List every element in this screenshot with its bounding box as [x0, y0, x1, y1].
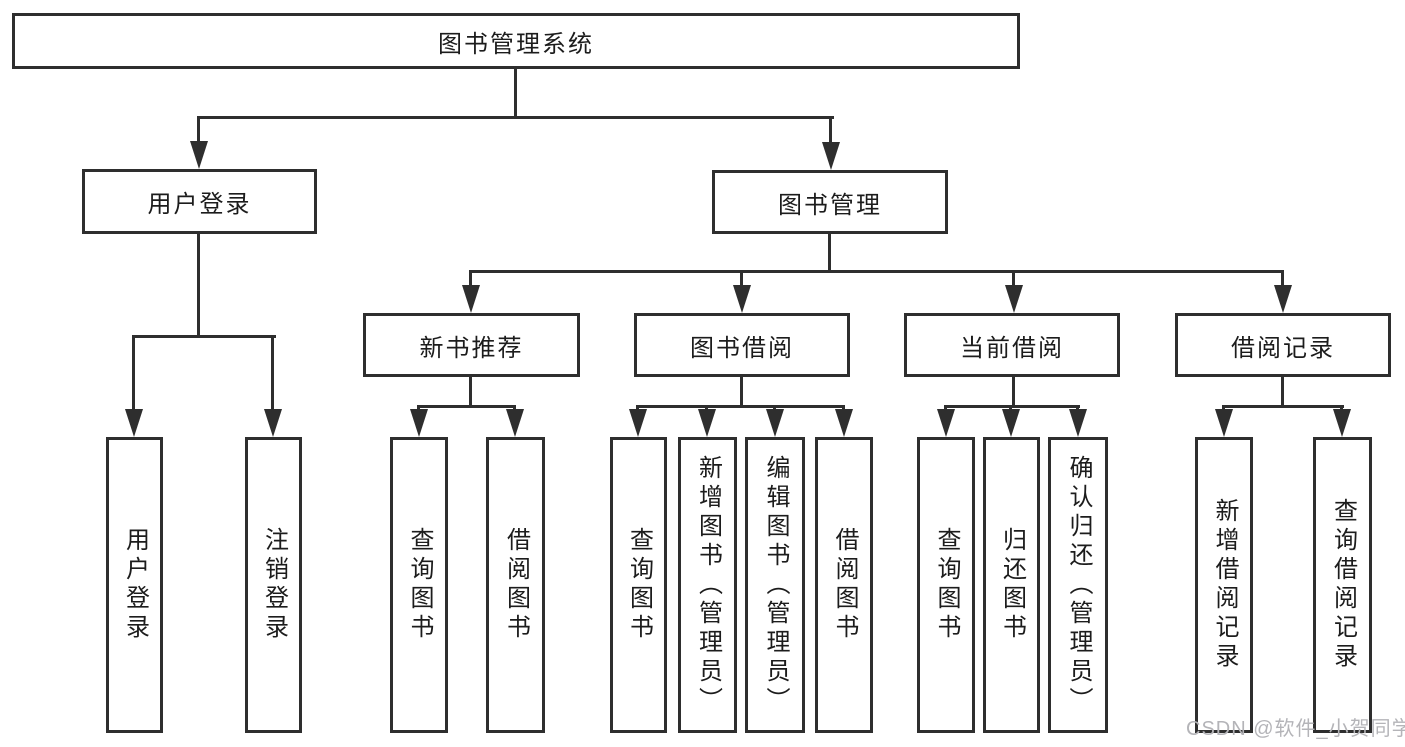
- arrow-down-icon: [629, 409, 647, 437]
- edge-root-stem: [514, 68, 517, 118]
- arrow-down-icon: [766, 409, 784, 437]
- leaf-label: 新增借阅记录: [1211, 498, 1238, 672]
- leaf-label: 新增图书（管理员）: [694, 454, 722, 716]
- edge-new-books-stem: [469, 377, 472, 408]
- edge-drop-user-login: [197, 116, 200, 143]
- leaf-add-books-admin: 新增图书（管理员）: [678, 437, 737, 733]
- arrow-down-icon: [1002, 409, 1020, 437]
- node-borrowing-records: 借阅记录: [1175, 313, 1391, 377]
- node-label: 图书管理系统: [438, 30, 594, 58]
- edge-drop-borrowing: [740, 270, 743, 288]
- leaf-query-books-current: 查询图书: [917, 437, 975, 733]
- leaf-confirm-return-admin: 确认归还（管理员）: [1048, 437, 1108, 733]
- node-book-borrowing: 图书借阅: [634, 313, 850, 377]
- edge-borrowing-stem: [740, 377, 743, 408]
- edge-drop-book-management: [829, 116, 832, 144]
- edge-book-mgmt-bar: [469, 270, 1284, 273]
- arrow-down-icon: [1333, 409, 1351, 437]
- node-label: 当前借阅: [960, 334, 1064, 362]
- leaf-edit-books-admin: 编辑图书（管理员）: [745, 437, 805, 733]
- leaf-label: 查询借阅记录: [1329, 498, 1357, 672]
- arrow-down-icon: [190, 141, 208, 169]
- leaf-logout: 注销登录: [245, 437, 302, 733]
- arrow-down-icon: [698, 409, 716, 437]
- leaf-query-books-borrowing: 查询图书: [610, 437, 667, 733]
- leaf-borrow-books-recommend: 借阅图书: [486, 437, 545, 733]
- arrow-down-icon: [835, 409, 853, 437]
- node-book-management: 图书管理: [712, 170, 948, 234]
- edge-user-login-stem: [197, 231, 200, 338]
- leaf-query-books-recommend: 查询图书: [390, 437, 448, 733]
- edge-records-stem: [1281, 377, 1284, 408]
- node-library-management-system: 图书管理系统: [12, 13, 1020, 69]
- node-label: 用户登录: [147, 191, 252, 218]
- arrow-down-icon: [125, 409, 143, 437]
- arrow-down-icon: [822, 142, 840, 170]
- edge-current-bar: [944, 405, 1080, 408]
- leaf-label: 归还图书: [998, 527, 1026, 643]
- leaf-label: 用户登录: [121, 527, 149, 643]
- leaf-label: 查询图书: [406, 527, 433, 643]
- arrow-down-icon: [462, 285, 480, 313]
- arrow-down-icon: [1215, 409, 1233, 437]
- edge-drop-current: [1012, 270, 1015, 288]
- leaf-label: 查询图书: [933, 527, 960, 643]
- node-label: 借阅记录: [1231, 334, 1335, 362]
- edge-drop-records: [1281, 270, 1284, 288]
- node-label: 图书借阅: [690, 334, 794, 362]
- node-label: 图书管理: [778, 191, 882, 219]
- arrow-down-icon: [506, 409, 524, 437]
- edge-current-stem: [1012, 377, 1015, 408]
- edge-drop-new-books: [469, 270, 472, 288]
- edge-drop-logout-leaf: [271, 335, 274, 412]
- edge-new-books-bar: [417, 405, 516, 408]
- edge-records-bar: [1222, 405, 1344, 408]
- arrow-down-icon: [1274, 285, 1292, 313]
- edge-root-bar: [197, 116, 834, 119]
- leaf-label: 注销登录: [260, 527, 288, 643]
- node-new-book-recommend: 新书推荐: [363, 313, 580, 377]
- leaf-label: 借阅图书: [831, 527, 858, 643]
- arrow-down-icon: [733, 285, 751, 313]
- edge-book-mgmt-stem: [828, 234, 831, 273]
- arrow-down-icon: [937, 409, 955, 437]
- leaf-add-borrow-record: 新增借阅记录: [1195, 437, 1253, 733]
- node-current-borrowing: 当前借阅: [904, 313, 1120, 377]
- leaf-borrow-books: 借阅图书: [815, 437, 873, 733]
- leaf-query-borrow-record: 查询借阅记录: [1313, 437, 1372, 733]
- csdn-watermark: CSDN @软件_小贺同学: [1186, 718, 1405, 740]
- edge-user-login-bar: [132, 335, 276, 338]
- leaf-return-books: 归还图书: [983, 437, 1040, 733]
- arrow-down-icon: [264, 409, 282, 437]
- arrow-down-icon: [1005, 285, 1023, 313]
- leaf-label: 借阅图书: [502, 527, 530, 643]
- leaf-label: 编辑图书（管理员）: [762, 454, 789, 716]
- leaf-label: 确认归还（管理员）: [1065, 454, 1092, 716]
- leaf-user-login: 用户登录: [106, 437, 163, 733]
- arrow-down-icon: [1069, 409, 1087, 437]
- edge-borrowing-bar: [636, 405, 845, 408]
- node-user-login-group: 用户登录: [82, 169, 317, 234]
- edge-drop-login-leaf: [132, 335, 135, 412]
- node-label: 新书推荐: [419, 334, 524, 362]
- leaf-label: 查询图书: [625, 527, 653, 643]
- arrow-down-icon: [410, 409, 428, 437]
